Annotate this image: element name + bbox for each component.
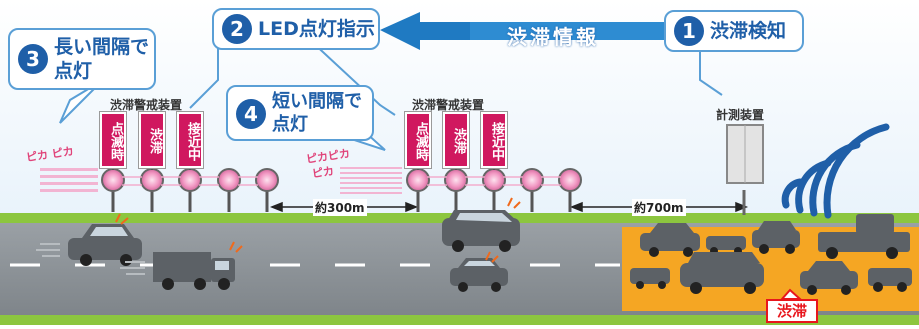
led-post	[217, 168, 241, 212]
jam-label: 渋滞	[766, 299, 818, 323]
sign-congestion: 渋滞	[443, 112, 469, 168]
sensor-device	[726, 124, 764, 215]
led-post	[520, 168, 544, 212]
callout-4-line-2: 点灯	[272, 114, 308, 135]
sign-flashing: 点滅時	[405, 112, 431, 168]
led-post	[140, 168, 164, 212]
info-arrow-highlight	[470, 22, 665, 40]
traffic-info-label: 渋滞情報	[507, 25, 599, 49]
led-post	[406, 168, 430, 212]
flash-rays-left	[40, 168, 98, 192]
callout-3-line-2: 点灯	[54, 60, 93, 82]
car-left	[36, 224, 142, 266]
sign-approaching: 接近中	[481, 112, 507, 168]
step-3-badge: 3	[18, 44, 48, 74]
step-2-badge: 2	[222, 14, 252, 44]
callout-short-interval: 4 短い間隔で 点灯	[226, 85, 374, 141]
callout-2-line-1: LED点灯指示	[258, 18, 375, 40]
grass-strip-bottom	[0, 315, 919, 325]
callout-2-tail-right	[309, 39, 396, 116]
warning-device-label-right: 渋滞警戒装置	[412, 98, 485, 112]
sign-congestion: 渋滞	[139, 112, 165, 168]
distance-300m: 約300m	[313, 199, 367, 216]
signal-waves	[781, 123, 890, 219]
sign-flashing: 点滅時	[100, 112, 126, 168]
led-post	[178, 168, 202, 212]
sensor-device-label: 計測装置	[716, 108, 765, 122]
sign-approaching: 接近中	[177, 112, 203, 168]
callout-1-line-1: 渋滞検知	[710, 20, 787, 42]
callout-2-tail-left	[189, 40, 219, 109]
warning-device-label-left: 渋滞警戒装置	[110, 98, 183, 112]
callout-led-instruction: 2 LED点灯指示	[212, 8, 380, 50]
van-middle	[442, 210, 520, 252]
led-post	[558, 168, 582, 212]
flash-rays-right	[340, 167, 402, 194]
callout-long-interval: 3 長い間隔で 点灯	[8, 28, 156, 90]
truck	[120, 252, 235, 290]
callout-4-line-1: 短い間隔で	[272, 91, 362, 112]
sign-posts	[112, 168, 495, 170]
callout-1-tail	[699, 50, 723, 96]
step-4-badge: 4	[236, 99, 266, 129]
callout-jam-detection: 1 渋滞検知	[664, 10, 804, 52]
flash-rays-gaps	[122, 176, 561, 186]
distance-700m: 約700m	[632, 199, 686, 216]
flash-text-right-bottom: ピカ	[311, 164, 335, 181]
step-1-badge: 1	[674, 16, 704, 46]
callout-3-line-1: 長い間隔で	[54, 36, 150, 58]
led-posts	[101, 168, 582, 212]
led-post	[255, 168, 279, 212]
car-middle-bottom	[450, 258, 508, 292]
brake-marks	[115, 197, 521, 263]
jam-vehicles	[630, 214, 912, 295]
